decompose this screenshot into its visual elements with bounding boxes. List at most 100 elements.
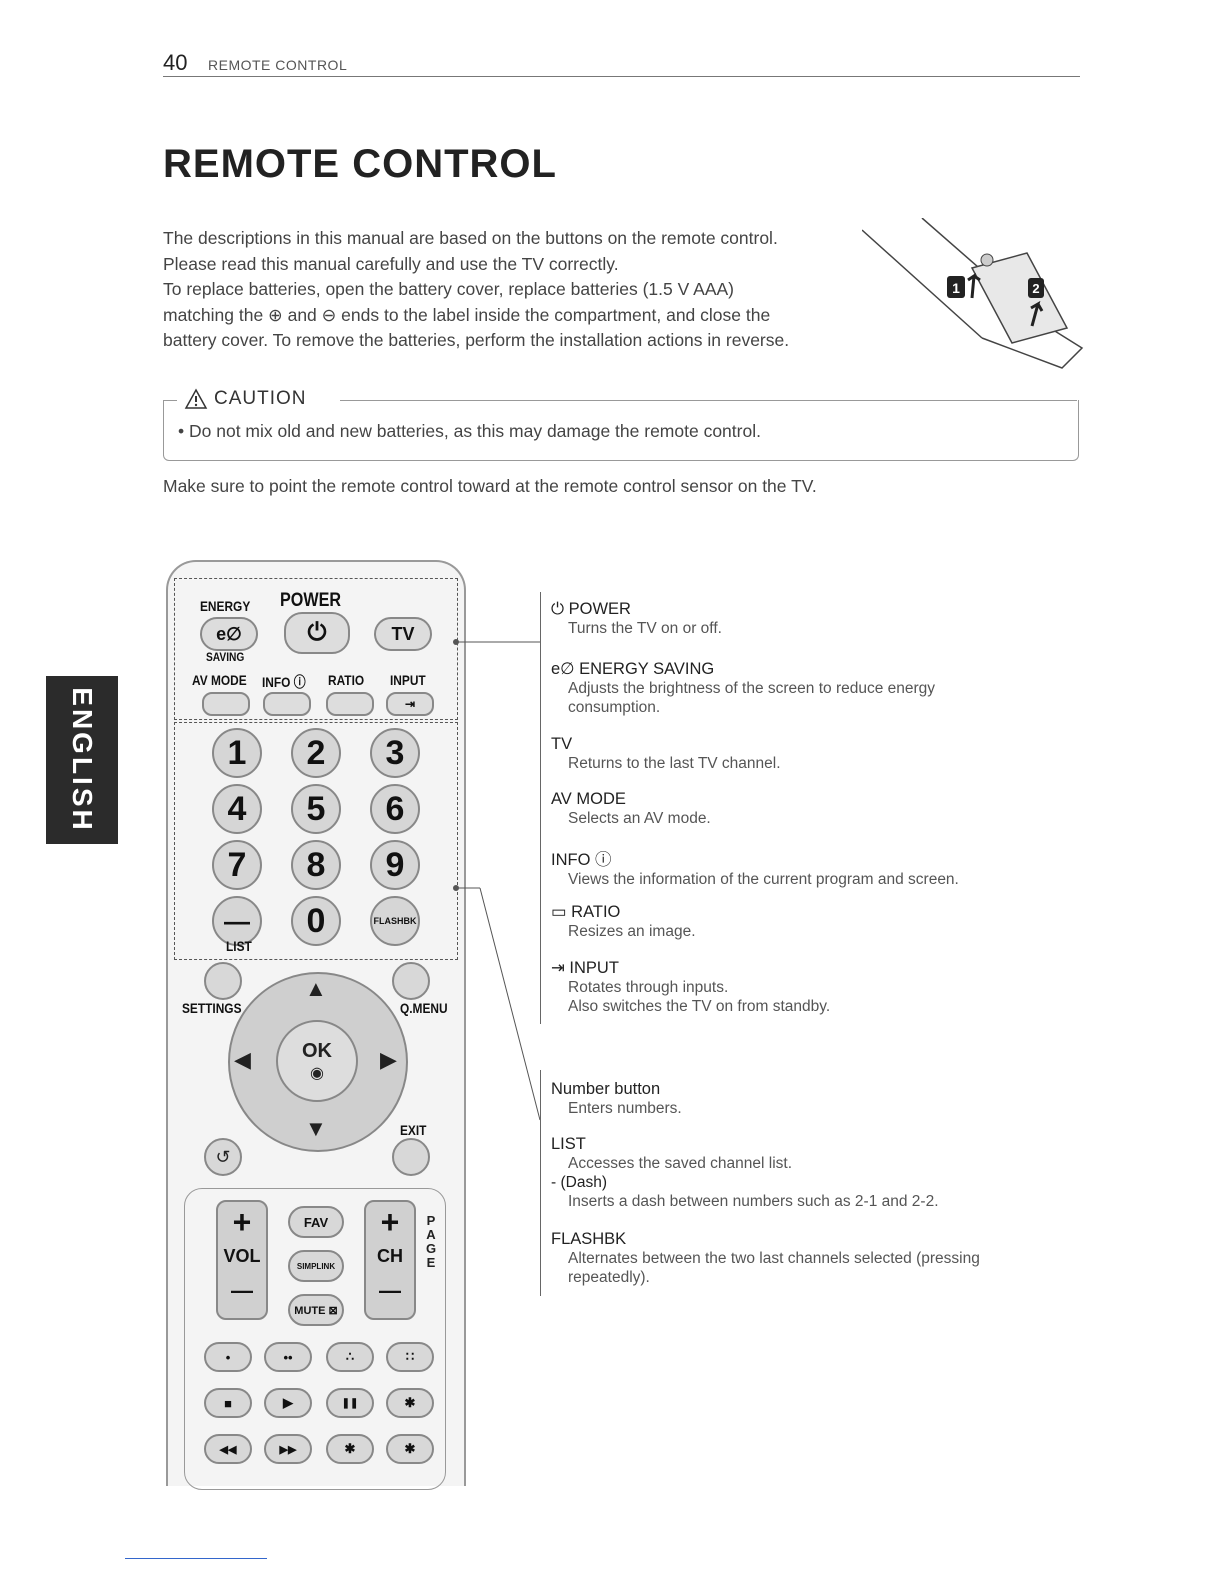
simplink-button[interactable]: SIMPLINK (288, 1250, 344, 1282)
footer-rule (125, 1558, 267, 1559)
exit-button[interactable] (392, 1138, 430, 1176)
remote-control-illustration: ENERGY POWER e∅ ⏻ TV SAVING AV MODE INFO… (166, 560, 466, 1490)
caution-heading: CAUTION (184, 388, 307, 410)
language-tab (46, 676, 118, 844)
ok-button[interactable]: OK ◉ (276, 1020, 358, 1102)
desc-text: Selects an AV mode. (568, 810, 711, 827)
digit-2-button[interactable]: 2 (291, 728, 341, 778)
desc-ratio: ▭ RATIO Resizes an image. (551, 902, 1031, 941)
green-button[interactable]: •• (264, 1342, 312, 1372)
intro-line: To replace batteries, open the battery c… (163, 279, 735, 299)
star-button[interactable]: ✱ (326, 1434, 374, 1464)
desc-text: Alternates between the two last channels… (568, 1250, 980, 1267)
channel-down-icon: — (379, 1278, 401, 1303)
energy-saving-button[interactable]: e∅ (200, 617, 258, 651)
step-1-label: 1 (952, 280, 960, 296)
qmenu-button[interactable] (392, 962, 430, 1000)
desc-av-mode: AV MODE Selects an AV mode. (551, 790, 1031, 828)
list-label: LIST (226, 938, 252, 954)
mute-button[interactable]: MUTE ⊠ (288, 1294, 344, 1326)
digit-5-button[interactable]: 5 (291, 784, 341, 834)
digit-3-button[interactable]: 3 (370, 728, 420, 778)
top-section-highlight (174, 578, 458, 720)
desc-text: Accesses the saved channel list. (568, 1155, 793, 1172)
caution-text: Do not mix old and new batteries, as thi… (189, 421, 761, 441)
desc-title: TV (551, 735, 573, 753)
step-2-label: 2 (1032, 281, 1039, 296)
digit-7-button[interactable]: 7 (212, 840, 262, 890)
power-button[interactable]: ⏻ (284, 612, 350, 654)
desc-info: INFO ⓘ Views the information of the curr… (551, 846, 1031, 889)
intro-line: matching the ⊕ and ⊖ ends to the label i… (163, 304, 771, 325)
desc-text: Resizes an image. (568, 923, 696, 940)
digit-0-button[interactable]: 0 (291, 896, 341, 946)
intro-paragraph: The descriptions in this manual are base… (163, 226, 863, 354)
desc-title: ⏻ POWER (551, 600, 631, 618)
qmenu-label: Q.MENU (400, 1000, 448, 1016)
exit-label: EXIT (400, 1122, 427, 1138)
page-label: PAGE (425, 1213, 437, 1270)
desc-text: Turns the TV on or off. (568, 620, 722, 637)
page-number: 40 (163, 50, 188, 75)
caution-rule (340, 400, 1077, 401)
pointer-note: Make sure to point the remote control to… (163, 476, 817, 496)
desc-text: Returns to the last TV channel. (568, 755, 781, 772)
saving-label: SAVING (206, 650, 245, 664)
info-label: INFO ⓘ (262, 674, 306, 690)
flashbk-button[interactable]: FLASHBK (370, 896, 420, 946)
right-arrow-button[interactable]: ▶ (380, 1047, 397, 1072)
digit-9-button[interactable]: 9 (370, 840, 420, 890)
down-arrow-button[interactable]: ▼ (305, 1116, 327, 1141)
star-button[interactable]: ✱ (386, 1434, 434, 1464)
volume-label: VOL (223, 1246, 261, 1266)
red-button[interactable]: • (204, 1342, 252, 1372)
stop-button[interactable]: ■ (204, 1388, 252, 1418)
number-section-highlight (174, 722, 458, 960)
callout-bracket-bottom (540, 1070, 541, 1296)
volume-rocker[interactable]: + VOL — (216, 1200, 268, 1320)
left-arrow-button[interactable]: ◀ (234, 1047, 251, 1072)
caution-item: • Do not mix old and new batteries, as t… (178, 421, 761, 441)
fav-button[interactable]: FAV (288, 1206, 344, 1238)
dash-button[interactable]: — (212, 896, 262, 946)
digit-8-button[interactable]: 8 (291, 840, 341, 890)
fast-forward-button[interactable]: ▶▶ (264, 1434, 312, 1464)
intro-line: Please read this manual carefully and us… (163, 253, 619, 274)
digit-6-button[interactable]: 6 (370, 784, 420, 834)
yellow-button[interactable]: ∴ (326, 1342, 374, 1372)
blue-button[interactable]: ∷ (386, 1342, 434, 1372)
volume-down-icon: — (231, 1278, 253, 1303)
pause-button[interactable]: ❚❚ (326, 1388, 374, 1418)
desc-text: repeatedly). (568, 1269, 650, 1286)
desc-title: LIST (551, 1135, 586, 1153)
lower-panel (184, 1188, 446, 1490)
settings-button[interactable] (204, 962, 242, 1000)
ok-dot-icon: ◉ (310, 1064, 324, 1082)
digit-4-button[interactable]: 4 (212, 784, 262, 834)
warning-icon (184, 388, 208, 409)
info-button[interactable] (263, 692, 311, 716)
desc-title: INFO ⓘ (551, 851, 612, 869)
back-button[interactable]: ↺ (204, 1138, 242, 1176)
desc-title: AV MODE (551, 790, 626, 808)
channel-rocker[interactable]: + CH — (364, 1200, 416, 1320)
desc-text: Inserts a dash between numbers such as 2… (568, 1193, 939, 1210)
digit-1-button[interactable]: 1 (212, 728, 262, 778)
desc-number-button: Number button Enters numbers. (551, 1080, 1031, 1118)
caution-box (163, 400, 1079, 461)
desc-title: ▭ RATIO (551, 903, 621, 921)
rewind-button[interactable]: ◀◀ (204, 1434, 252, 1464)
desc-title: - (Dash) (551, 1174, 607, 1191)
input-button[interactable]: ⇥ (386, 692, 434, 716)
av-mode-button[interactable] (202, 692, 250, 716)
energy-label: ENERGY (200, 598, 251, 614)
channel-up-icon: + (380, 1204, 400, 1240)
star-button[interactable]: ✱ (386, 1388, 434, 1418)
tv-button[interactable]: TV (374, 617, 432, 651)
desc-text: Views the information of the current pro… (568, 871, 959, 888)
play-button[interactable]: ▶ (264, 1388, 312, 1418)
desc-energy-saving: e∅ ENERGY SAVING Adjusts the brightness … (551, 659, 1031, 717)
input-label: INPUT (390, 672, 426, 688)
up-arrow-button[interactable]: ▲ (305, 976, 327, 1001)
ratio-button[interactable] (326, 692, 374, 716)
